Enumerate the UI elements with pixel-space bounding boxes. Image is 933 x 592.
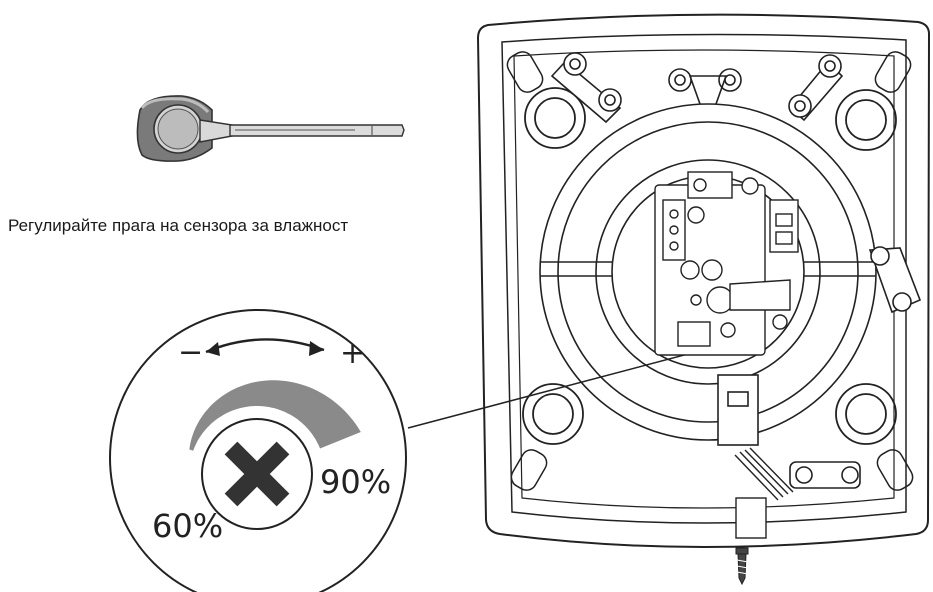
circuit-board — [654, 171, 799, 356]
screwdriver-icon — [136, 95, 405, 162]
mounting-hole-bl — [522, 383, 584, 445]
instruction-text: Регулирайте прага на сензора за влажност — [8, 216, 349, 235]
label-min: 60% — [152, 507, 223, 545]
terminal-block — [717, 374, 861, 489]
minus-sign: − — [178, 335, 203, 370]
threshold-band — [189, 380, 361, 451]
plus-sign: + — [340, 336, 365, 371]
mounting-hole-br — [835, 383, 897, 445]
cable — [734, 447, 794, 539]
mounting-hole-tl — [524, 87, 586, 149]
side-clamp — [868, 246, 922, 314]
screw-icon — [735, 547, 749, 586]
arrow-left-head — [206, 342, 220, 356]
sensitivity-dial: − + 90% 60% — [109, 309, 407, 592]
label-max: 90% — [320, 463, 391, 501]
mounting-hole-tr — [835, 89, 897, 151]
corner-slots — [506, 51, 914, 491]
arrow-right-head — [309, 341, 324, 356]
cross-icon — [224, 441, 290, 507]
top-bosses — [550, 52, 844, 124]
